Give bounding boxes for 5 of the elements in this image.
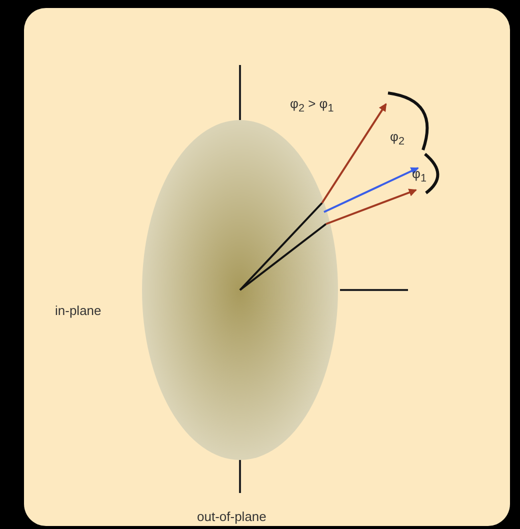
angle-relation-label: φ$_{2}$ > φ$_{1}$ xyxy=(290,97,334,114)
axis-label: in-plane xyxy=(55,304,102,317)
angle-label: φ$_{1}$ xyxy=(412,167,426,184)
angle-label: φ$_{2}$ xyxy=(390,130,404,148)
axis-label: out-of-plane xyxy=(197,510,266,523)
